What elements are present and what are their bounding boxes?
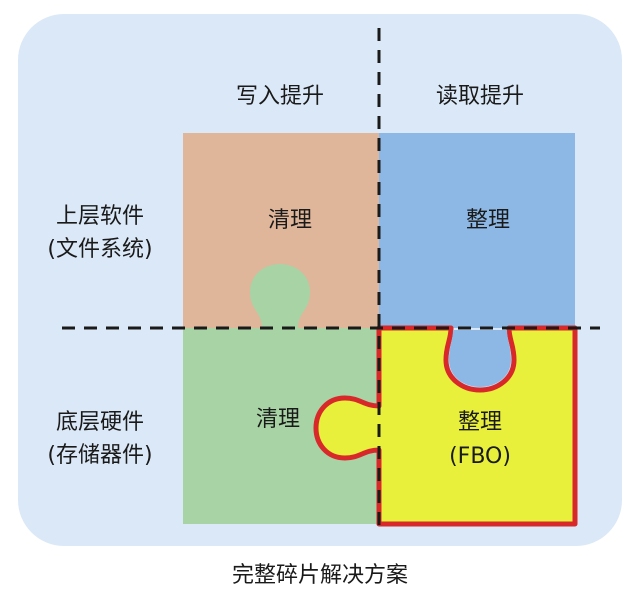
piece-bottom-right	[313, 325, 578, 527]
caption: 完整碎片解决方案	[231, 563, 408, 588]
piece-top-right-label: 整理	[465, 208, 510, 233]
row-header-lower-line2: (存储器件)	[47, 443, 153, 468]
row-header-upper-line1: 上层软件	[55, 204, 144, 229]
piece-bottom-left-tab	[250, 264, 310, 328]
piece-bottom-left-label: 清理	[255, 407, 300, 432]
column-header-write: 写入提升	[235, 84, 324, 109]
piece-top-right-tab	[379, 193, 440, 255]
piece-bottom-right-sublabel: (FBO)	[449, 444, 511, 469]
row-header-upper-line2: (文件系统)	[47, 237, 153, 262]
row-header-lower-line1: 底层硬件	[55, 410, 144, 435]
piece-top-left-label: 清理	[267, 208, 312, 233]
piece-bottom-right-label: 整理	[457, 410, 502, 435]
column-header-read: 读取提升	[435, 84, 524, 109]
piece-top-right-bottom-tab	[449, 330, 511, 387]
